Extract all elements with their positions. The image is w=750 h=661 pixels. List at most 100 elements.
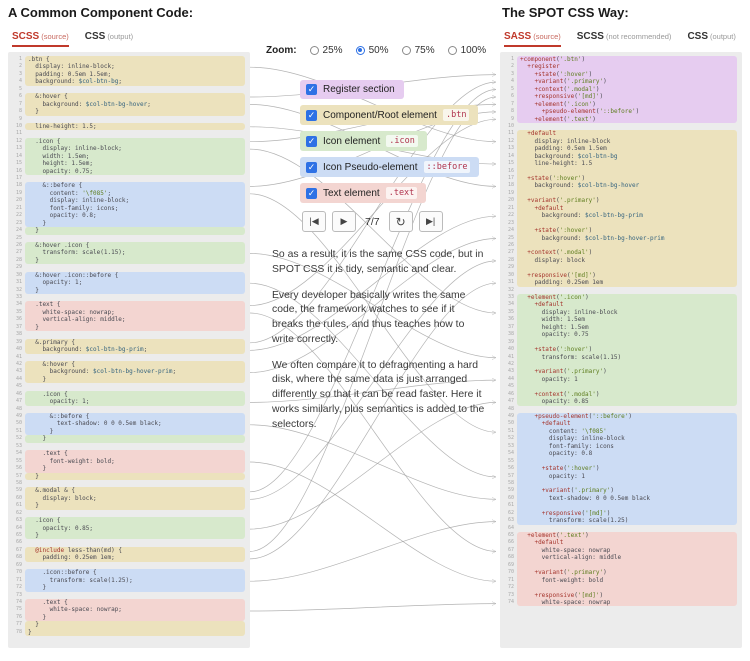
code-line: 35 white-space: nowrap; bbox=[8, 308, 250, 317]
tab-css[interactable]: CSS(output) bbox=[85, 31, 133, 45]
code-line: 30 +responsive('[md]') bbox=[500, 271, 742, 280]
line-number: 39 bbox=[15, 338, 22, 345]
line-number: 76 bbox=[15, 613, 22, 620]
paragraph-3: We often compare it to defragmenting a h… bbox=[272, 359, 485, 430]
checkbox-icon[interactable]: ✓ bbox=[306, 187, 317, 199]
code-text: background: $col-btn-bg-hover-prim; bbox=[25, 368, 245, 376]
code-line: 21 +default bbox=[500, 204, 742, 213]
code-text: +responsive('[md]') bbox=[517, 271, 737, 280]
code-line: 30 &:hover .icon::before { bbox=[8, 271, 250, 280]
code-line: 65 } bbox=[8, 532, 250, 540]
radio-icon bbox=[355, 45, 365, 55]
zoom-option-100%[interactable]: 100% bbox=[447, 45, 486, 56]
code-line: 3 +state(':hover') bbox=[500, 70, 742, 79]
code-line: 10 bbox=[500, 123, 742, 130]
zoom-option-75%[interactable]: 75% bbox=[401, 44, 435, 56]
code-text: display: inline-block; bbox=[25, 63, 245, 71]
line-number: 59 bbox=[15, 487, 22, 494]
code-line: 13 display: inline-block; bbox=[8, 145, 250, 153]
legend-item-text[interactable]: ✓Text element.text bbox=[300, 183, 427, 203]
player-first-button[interactable]: |◀ bbox=[302, 211, 326, 232]
code-text: background: $col-btn-bg-prim bbox=[517, 212, 737, 220]
code-line: 14 background: $col-btn-bg bbox=[500, 152, 742, 161]
code-line: 61 } bbox=[8, 502, 250, 510]
zoom-option-label: 75% bbox=[414, 44, 435, 56]
code-line: 31 padding: 0.25em 1em bbox=[500, 279, 742, 287]
code-line: 74 white-space: nowrap bbox=[500, 598, 742, 607]
code-text bbox=[25, 443, 245, 450]
code-text: .text { bbox=[25, 450, 245, 458]
code-text: opacity: 0.8 bbox=[517, 450, 737, 458]
line-number: 51 bbox=[15, 427, 22, 434]
line-number: 15 bbox=[15, 160, 22, 167]
tab-css[interactable]: CSS(output) bbox=[687, 31, 735, 45]
code-text: white-space: nowrap; bbox=[25, 308, 245, 317]
line-number: 16 bbox=[15, 167, 22, 174]
radio-icon bbox=[401, 45, 411, 55]
line-number: 69 bbox=[15, 561, 22, 568]
code-text: padding: 0.25em 1em; bbox=[25, 554, 245, 562]
legend-item-pseudo[interactable]: ✓Icon Pseudo-element::before bbox=[300, 157, 480, 177]
code-text: } bbox=[25, 286, 245, 294]
code-line: 31 opacity: 1; bbox=[8, 279, 250, 287]
code-line: 37 } bbox=[8, 323, 250, 332]
code-line: 25 bbox=[8, 235, 250, 242]
line-number: 37 bbox=[507, 323, 514, 330]
code-line: 55 bbox=[500, 457, 742, 466]
code-text: +context('.modal') bbox=[517, 390, 737, 399]
code-text bbox=[25, 235, 245, 242]
line-number: 5 bbox=[18, 85, 22, 92]
code-line: 32 bbox=[500, 287, 742, 294]
code-line: 51 content: '\f085' bbox=[500, 427, 742, 436]
code-line: 46 .icon { bbox=[8, 390, 250, 399]
code-line: 4 background: $col-btn-bg; bbox=[8, 78, 250, 86]
code-text: +responsive('[md]') bbox=[517, 591, 737, 599]
player-play-button[interactable]: ▶ bbox=[332, 211, 356, 232]
code-text: vertical-align: middle bbox=[517, 554, 737, 562]
line-number: 65 bbox=[507, 532, 514, 538]
legend-label: Component/Root element bbox=[323, 109, 437, 121]
line-number: 15 bbox=[507, 160, 514, 167]
code-text: opacity: 0.85 bbox=[517, 398, 737, 406]
code-text: padding: 0.25em 1em bbox=[517, 279, 737, 287]
code-text: } bbox=[25, 108, 245, 116]
code-line: 12 display: inline-block bbox=[500, 137, 742, 146]
code-text: background: $col-btn-bg-hover-prim bbox=[517, 234, 737, 242]
checkbox-icon[interactable]: ✓ bbox=[306, 161, 317, 173]
checkbox-icon[interactable]: ✓ bbox=[306, 135, 317, 147]
code-line: 13 padding: 0.5em 1.5em bbox=[500, 145, 742, 153]
legend-item-icon[interactable]: ✓Icon element.icon bbox=[300, 131, 427, 151]
line-number: 7 bbox=[510, 100, 514, 107]
checkbox-icon[interactable]: ✓ bbox=[306, 109, 317, 121]
tab-scss[interactable]: SCSS(not recommended) bbox=[577, 31, 672, 45]
line-number: 19 bbox=[507, 189, 514, 196]
code-text: +default bbox=[517, 204, 737, 213]
code-line: 37 height: 1.5em bbox=[500, 323, 742, 332]
line-number: 39 bbox=[507, 338, 514, 345]
zoom-option-25%[interactable]: 25% bbox=[309, 45, 343, 56]
code-line: 22 opacity: 0.8; bbox=[8, 212, 250, 220]
checkbox-icon[interactable]: ✓ bbox=[306, 84, 317, 95]
tab-scss[interactable]: SCSS(source) bbox=[12, 31, 69, 47]
legend-item-component[interactable]: ✓Component/Root element.btn bbox=[300, 105, 479, 125]
zoom-option-50%[interactable]: 50% bbox=[355, 45, 389, 56]
right-tabs: SASS(source) SCSS(not recommended) CSS(out… bbox=[500, 26, 742, 52]
code-line: 54 .text { bbox=[8, 450, 250, 458]
code-line: 12 .icon { bbox=[8, 137, 250, 146]
code-text: height: 1.5em; bbox=[25, 160, 245, 168]
legend-item-register[interactable]: ✓Register section bbox=[300, 80, 404, 99]
line-number: 42 bbox=[507, 360, 514, 367]
line-number: 61 bbox=[15, 502, 22, 509]
player-last-button[interactable]: ▶| bbox=[418, 211, 443, 232]
code-text: content: '\f085' bbox=[517, 427, 737, 436]
code-line: 69 bbox=[500, 561, 742, 570]
line-number: 40 bbox=[507, 346, 514, 353]
code-line: 18 background: $col-btn-bg-hover bbox=[500, 182, 742, 190]
line-number: 73 bbox=[15, 591, 22, 598]
code-line: 73 +responsive('[md]') bbox=[500, 591, 742, 599]
code-text: +register bbox=[517, 63, 737, 71]
line-number: 49 bbox=[15, 413, 22, 419]
line-number: 32 bbox=[507, 286, 514, 293]
player-reload-button[interactable]: ↻ bbox=[388, 211, 413, 232]
tab-sass[interactable]: SASS(source) bbox=[504, 31, 561, 47]
